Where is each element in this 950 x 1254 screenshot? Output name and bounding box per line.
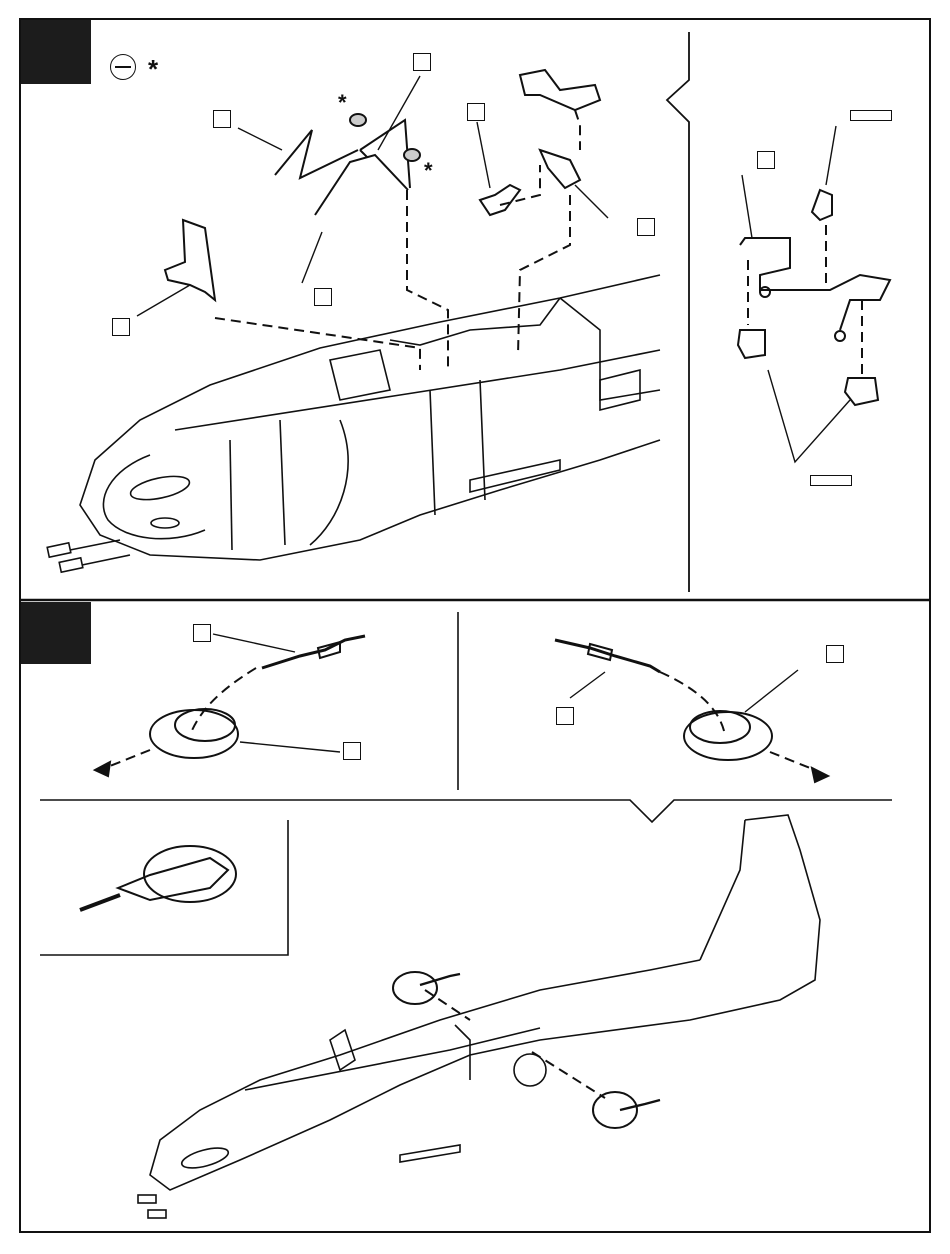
final-gun-mount-upper bbox=[393, 972, 460, 1004]
fuselage-final bbox=[138, 815, 820, 1218]
arrow-icon bbox=[812, 768, 828, 782]
part-callout bbox=[112, 318, 130, 336]
glue-point bbox=[350, 114, 366, 126]
frame-part-right bbox=[360, 120, 410, 188]
subpanel-divider bbox=[667, 32, 689, 592]
part-callout bbox=[826, 645, 844, 663]
frame-part-left bbox=[275, 130, 358, 178]
part-callout-wide bbox=[810, 475, 852, 486]
result-divider bbox=[40, 800, 892, 822]
gun-mount-right bbox=[555, 640, 772, 760]
seat-back-part bbox=[165, 220, 215, 300]
yoke-part bbox=[740, 238, 890, 330]
inset-gun-mount bbox=[80, 846, 236, 910]
part-callout bbox=[193, 624, 211, 642]
gun-mount-left bbox=[150, 636, 365, 758]
control-part-3 bbox=[520, 70, 600, 110]
part-callout bbox=[413, 53, 431, 71]
part-callout bbox=[467, 103, 485, 121]
inset-frame bbox=[40, 820, 288, 955]
part-callout bbox=[637, 218, 655, 236]
control-part-1 bbox=[480, 185, 520, 215]
part-callout bbox=[757, 151, 775, 169]
glue-point bbox=[404, 149, 420, 161]
part-callout bbox=[314, 288, 332, 306]
part-callout-wide bbox=[850, 110, 892, 121]
part-callout bbox=[343, 742, 361, 760]
arrow-icon bbox=[95, 762, 110, 776]
bracket-part-1 bbox=[738, 330, 765, 358]
part-callout bbox=[556, 707, 574, 725]
fuselage-assembly-1 bbox=[47, 275, 660, 572]
control-part-2 bbox=[540, 150, 580, 188]
lever-part bbox=[812, 190, 832, 220]
part-callout bbox=[213, 110, 231, 128]
